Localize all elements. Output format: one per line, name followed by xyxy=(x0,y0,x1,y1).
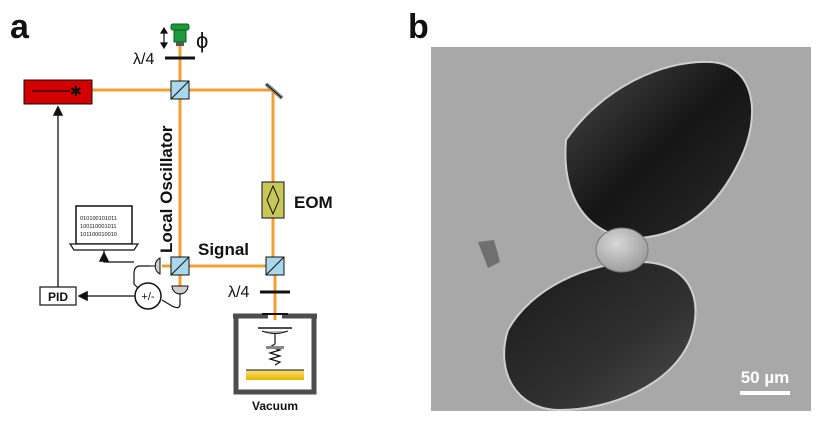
vacuum-chamber xyxy=(233,313,317,395)
screen-line-3: 101100010010 xyxy=(80,232,117,238)
scale-bar-label: 50 µm xyxy=(741,368,790,387)
beam-splitter-bottom-left xyxy=(170,256,190,276)
qwp-bottom-label: λ/4 xyxy=(228,284,249,301)
sem-micrograph: 50 µm xyxy=(431,47,811,412)
pid-controller: PID xyxy=(39,286,77,306)
signal-label: Signal xyxy=(198,240,249,259)
detector-wiring xyxy=(133,265,181,309)
photodetector-left-icon xyxy=(150,257,161,275)
phase-label: ϕ xyxy=(196,28,208,53)
sem-disc xyxy=(595,227,649,273)
pid-label: PID xyxy=(48,290,68,304)
qwp-top-label: λ/4 xyxy=(133,51,154,68)
beam-splitter-bottom-right xyxy=(265,256,285,276)
piezo-motion-arrow-icon xyxy=(159,26,169,50)
phase-actuator-icon xyxy=(170,23,190,46)
panel-b: b 50 µm xyxy=(408,8,811,412)
svg-text:✱: ✱ xyxy=(70,84,82,100)
panel-letter-a: a xyxy=(10,8,30,46)
panel-letter-b: b xyxy=(408,8,429,46)
computer-monitor-icon: 010100101011 100110001011 101100010010 xyxy=(68,205,140,251)
laser: ✱ xyxy=(23,79,93,105)
difference-amplifier: +/- xyxy=(134,282,162,310)
panel-a: a ✱ ϕ λ xyxy=(10,8,333,413)
sem-hole-top xyxy=(564,60,754,240)
mirror xyxy=(264,82,284,100)
sem-debris xyxy=(478,240,500,268)
screen-line-1: 010100101011 xyxy=(80,216,117,222)
plus-minus-label: +/- xyxy=(141,291,154,303)
photodetector-bottom-icon xyxy=(171,285,189,298)
eom xyxy=(261,181,285,219)
eom-label: EOM xyxy=(294,193,333,212)
sem-hole-bottom xyxy=(503,260,697,412)
beam-splitter-top xyxy=(170,80,190,100)
screen-line-2: 100110001011 xyxy=(80,224,117,230)
local-oscillator-label: Local Oscillator xyxy=(157,125,176,253)
wire-computer xyxy=(103,250,134,263)
vacuum-label: Vacuum xyxy=(252,399,298,413)
